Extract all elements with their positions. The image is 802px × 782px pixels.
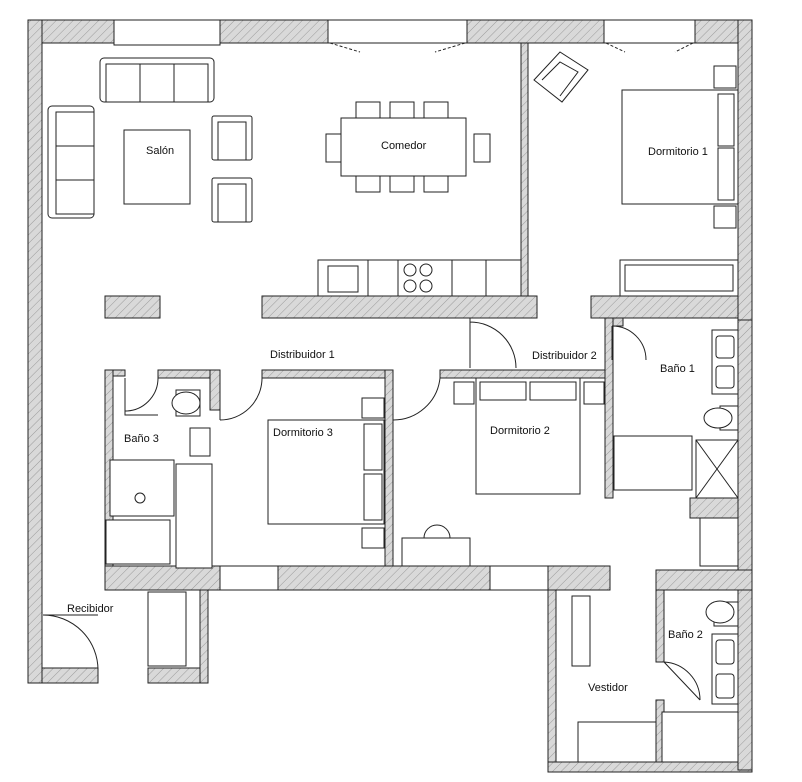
- armchair-dormitorio-1: [533, 51, 589, 103]
- dining-table: [325, 101, 491, 193]
- room-label-dormitorio-2: Dormitorio 2: [490, 425, 550, 437]
- armchairs: [211, 115, 253, 223]
- room-label-bano-3: Baño 3: [124, 433, 159, 445]
- doors: [42, 318, 701, 701]
- bed-dormitorio-2: [401, 377, 605, 567]
- vestidor-fixtures: [571, 595, 657, 763]
- windows: [113, 19, 696, 591]
- radiator-dormitorio-1: [619, 259, 739, 297]
- bano-2-fixtures: [661, 600, 739, 763]
- column: [104, 295, 161, 319]
- room-label-distribuidor-1: Distribuidor 1: [270, 349, 335, 361]
- radiator-recibidor: [147, 591, 187, 667]
- room-label-distribuidor-2: Distribuidor 2: [532, 350, 597, 362]
- sofa-top: [99, 57, 215, 103]
- kitchen-counter: [317, 259, 522, 297]
- room-label-dormitorio-1: Dormitorio 1: [648, 146, 708, 158]
- room-label-bano-2: Baño 2: [668, 629, 703, 641]
- bano-3-fixtures: [105, 389, 213, 569]
- coffee-table: [123, 129, 191, 205]
- room-label-recibidor: Recibidor: [67, 603, 114, 615]
- room-label-comedor: Comedor: [381, 140, 427, 152]
- room-label-dormitorio-3: Dormitorio 3: [273, 427, 333, 439]
- bed-dormitorio-1: [621, 65, 739, 229]
- room-label-salon: Salón: [146, 145, 175, 157]
- bano-1-fixtures: [613, 329, 739, 567]
- sofa-left: [47, 105, 95, 219]
- bed-dormitorio-3: [267, 397, 385, 549]
- room-label-vestidor: Vestidor: [588, 682, 628, 694]
- room-label-bano-1: Baño 1: [660, 363, 695, 375]
